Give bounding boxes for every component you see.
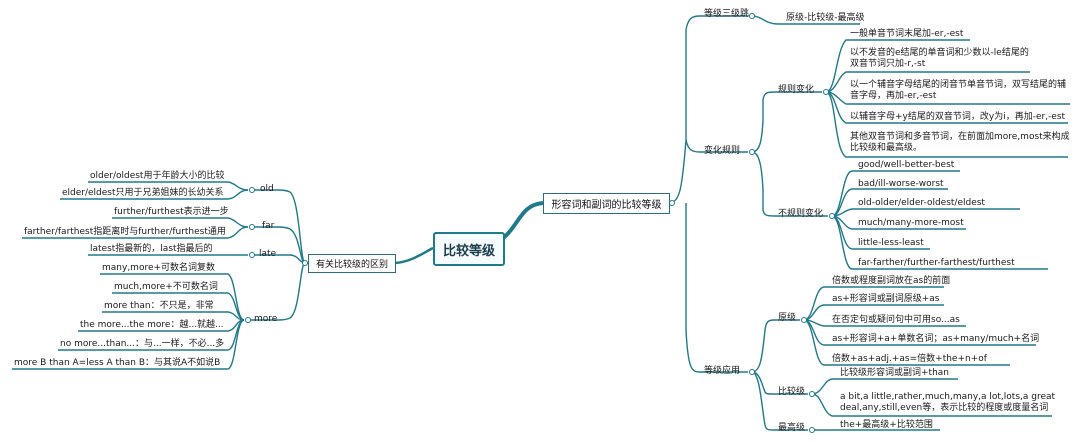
positive-item[interactable]: 倍数+as+adj.+as=倍数+the+n+of [832, 354, 987, 364]
node-comparative[interactable]: 比较级 [778, 387, 806, 397]
node-positive[interactable]: 原级 [778, 313, 797, 323]
group-more[interactable]: more [254, 314, 278, 324]
old-item[interactable]: older/oldest用于年龄大小的比较 [90, 171, 225, 181]
superlative-item[interactable]: the+最高级+比较范围 [840, 420, 933, 430]
more-item[interactable]: no more...than...：与...一样，不必...多 [60, 339, 225, 349]
more-item[interactable]: many,more+可数名词复数 [102, 263, 216, 273]
far-item[interactable]: farther/farthest指距离时与further/furthest通用 [24, 227, 226, 237]
regular-item[interactable]: 以不发音的e结尾的单音词和少数以-le结尾的双音节词只加-r,-st [850, 48, 1029, 69]
irregular-item[interactable]: little-less-least [858, 238, 924, 248]
late-item[interactable]: latest指最新的，last指最后的 [90, 244, 213, 254]
regular-item[interactable]: 以辅音字母+y结尾的双音节词，改y为i，再加-er,-est [850, 112, 1066, 122]
irregular-item[interactable]: far-farther/further-farthest/furthest [858, 258, 1015, 268]
more-item[interactable]: more than：不只是，非常 [104, 301, 214, 311]
connector-center-left [394, 246, 434, 265]
node-irregular[interactable]: 不规则变化 [778, 209, 824, 219]
node-three-levels[interactable]: 等级三级跳 [704, 9, 750, 19]
right-main-topic[interactable]: 形容词和副词的比较等级 [543, 193, 670, 214]
node-superlative[interactable]: 最高级 [778, 423, 806, 433]
old-item[interactable]: elder/eldest只用于兄弟姐妹的长幼关系 [62, 188, 224, 198]
positive-item[interactable]: 在否定句或疑问句中可用so...as [832, 315, 960, 325]
more-item[interactable]: the more...the more：越...就越... [80, 320, 224, 330]
positive-item[interactable]: 倍数或程度副词放在as的前面 [832, 276, 951, 286]
central-topic[interactable]: 比较等级 [433, 232, 505, 266]
comparative-item[interactable]: 比较级形容词或副词+than [840, 368, 949, 378]
group-far[interactable]: far [262, 221, 275, 231]
irregular-item[interactable]: old-older/elder-oldest/eldest [858, 198, 985, 208]
more-item[interactable]: much,more+不可数名词 [114, 282, 218, 292]
irregular-item[interactable]: good/well-better-best [858, 160, 955, 170]
group-late[interactable]: late [259, 249, 277, 259]
positive-item[interactable]: as+形容词或副词原级+as [832, 294, 940, 304]
irregular-item[interactable]: much/many-more-most [858, 218, 964, 228]
positive-item[interactable]: as+形容词+a+单数名词；as+many/much+名词 [832, 334, 1040, 344]
comparative-item[interactable]: a bit,a little,rather,much,many,a lot,lo… [840, 392, 1056, 413]
irregular-item[interactable]: bad/ill-worse-worst [858, 179, 944, 189]
connector-center-right [499, 201, 544, 242]
regular-item[interactable]: 以一个辅音字母结尾的闭音节单音节词，双写结尾的辅音字母，再加-er,-est [850, 80, 1067, 101]
node-rules[interactable]: 变化规则 [704, 146, 741, 156]
group-old[interactable]: old [260, 184, 274, 194]
regular-item[interactable]: 其他双音节词和多音节词，在前面加more,most来构成比较级和最高级。 [850, 132, 1070, 153]
regular-item[interactable]: 一般单音节词末尾加-er,-est [850, 29, 964, 39]
node-three-levels-content[interactable]: 原级-比较级-最高级 [786, 13, 865, 23]
node-usage[interactable]: 等级应用 [704, 366, 741, 376]
node-regular[interactable]: 规则变化 [778, 85, 815, 95]
left-main-topic[interactable]: 有关比较级的区别 [308, 254, 396, 273]
far-item[interactable]: further/furthest表示进一步 [114, 207, 229, 217]
more-item[interactable]: more B than A=less A than B：与其说A不如说B [14, 358, 221, 368]
